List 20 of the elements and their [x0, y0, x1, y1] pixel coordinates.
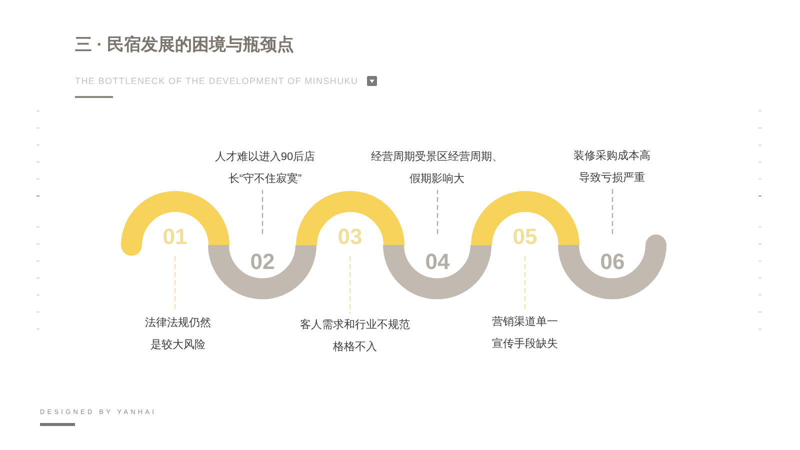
- leader-line: [612, 189, 614, 234]
- problem-text: 经营周期受景区经营周期、假期影响大: [367, 146, 507, 190]
- leader-line: [349, 256, 351, 314]
- problem-text: 法律法规仍然是较大风险: [141, 312, 215, 356]
- step-number: 06: [600, 251, 625, 273]
- leader-line: [436, 190, 438, 234]
- leader-line: [262, 190, 264, 234]
- step-number: 05: [512, 226, 538, 248]
- problem-text: 装修采购成本高导致亏损严重: [570, 145, 654, 189]
- subtitle: THE BOTTLENECK OF THE DEVELOPMENT OF MINSHUKU: [75, 76, 358, 87]
- leader-line: [524, 256, 526, 311]
- problem-text: 人才难以进入90后店长“守不住寂寞”: [206, 146, 324, 190]
- title: 三 · 民宿发展的困境与瓶颈点: [75, 35, 294, 55]
- step-number: 01: [162, 226, 188, 248]
- leader-line: [174, 256, 176, 312]
- step-number: 03: [338, 226, 362, 248]
- problem-text: 营销渠道单一宣传手段缺失: [488, 311, 562, 355]
- step-number: 02: [250, 251, 275, 273]
- problem-text: 客人需求和行业不规范格格不入: [296, 314, 414, 358]
- step-number: 04: [425, 251, 450, 273]
